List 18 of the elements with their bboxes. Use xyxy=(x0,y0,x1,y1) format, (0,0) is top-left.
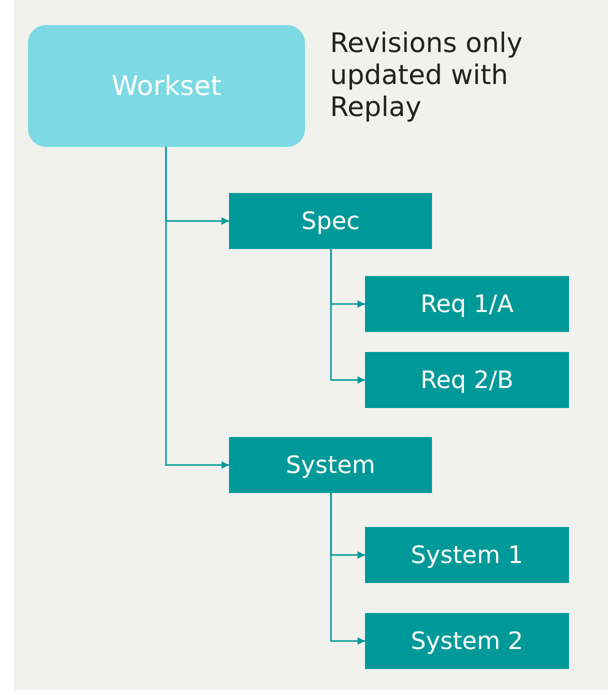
note-text: Revisions only updated with Replay xyxy=(330,28,524,124)
node-label: System 2 xyxy=(410,627,524,655)
process-box xyxy=(365,276,569,332)
process-box xyxy=(365,527,569,583)
arrow xyxy=(165,147,229,469)
node-label: Req 1/A xyxy=(420,290,514,318)
arrow xyxy=(330,249,365,384)
node-label: Spec xyxy=(301,207,360,235)
node-label: Req 2/B xyxy=(420,366,514,394)
process-box xyxy=(229,437,432,493)
process-box xyxy=(365,352,569,408)
node-label: Workset xyxy=(112,70,222,102)
root-box xyxy=(28,25,305,147)
node-label: System 1 xyxy=(410,541,524,569)
node-label: System xyxy=(286,451,376,479)
process-box xyxy=(229,193,432,249)
arrow xyxy=(330,493,365,645)
process-box xyxy=(365,613,569,669)
